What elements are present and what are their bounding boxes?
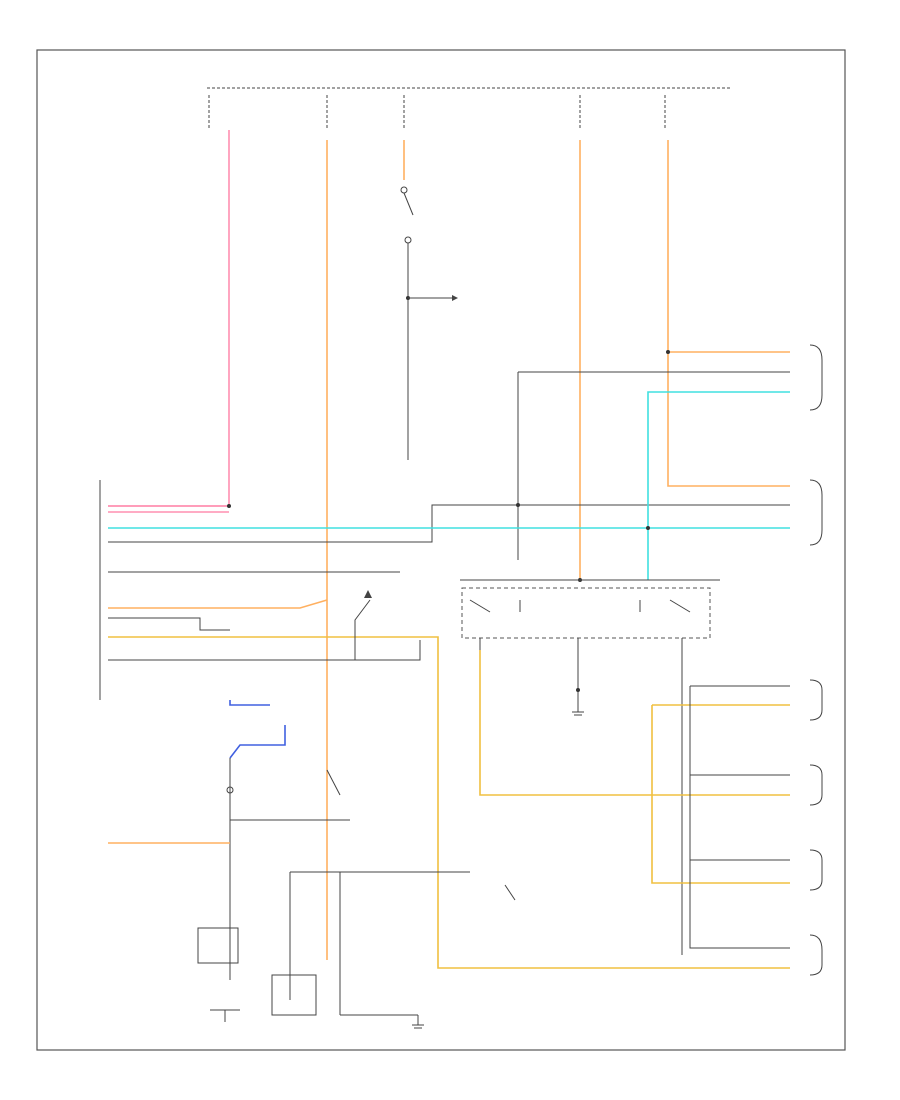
lower-switch-block <box>271 871 516 1025</box>
left-front-door-lock-icon <box>809 934 823 976</box>
ground-icon-2 <box>210 1009 240 1022</box>
ground-icon-1 <box>572 700 584 716</box>
blue-wire <box>229 700 270 706</box>
left-rear-door-lock-icon <box>809 849 823 891</box>
fuse-block <box>207 87 732 130</box>
left-rear-actuator-icon <box>809 344 823 411</box>
right-front-door-lock-icon <box>809 764 823 806</box>
door-switch-icon <box>400 186 458 460</box>
relay-icon <box>226 758 350 980</box>
ground-icon-3 <box>412 1024 424 1029</box>
door-lock-switch-module <box>460 579 720 955</box>
right-rear-actuator-icon <box>809 479 823 546</box>
pink-wire <box>108 130 230 507</box>
orange-wire-actuators <box>667 140 790 487</box>
right-front-actuator-icon <box>809 679 823 721</box>
diagram-border <box>36 49 846 1051</box>
key-switch-icon <box>197 927 239 964</box>
yellow-wire <box>108 636 790 969</box>
